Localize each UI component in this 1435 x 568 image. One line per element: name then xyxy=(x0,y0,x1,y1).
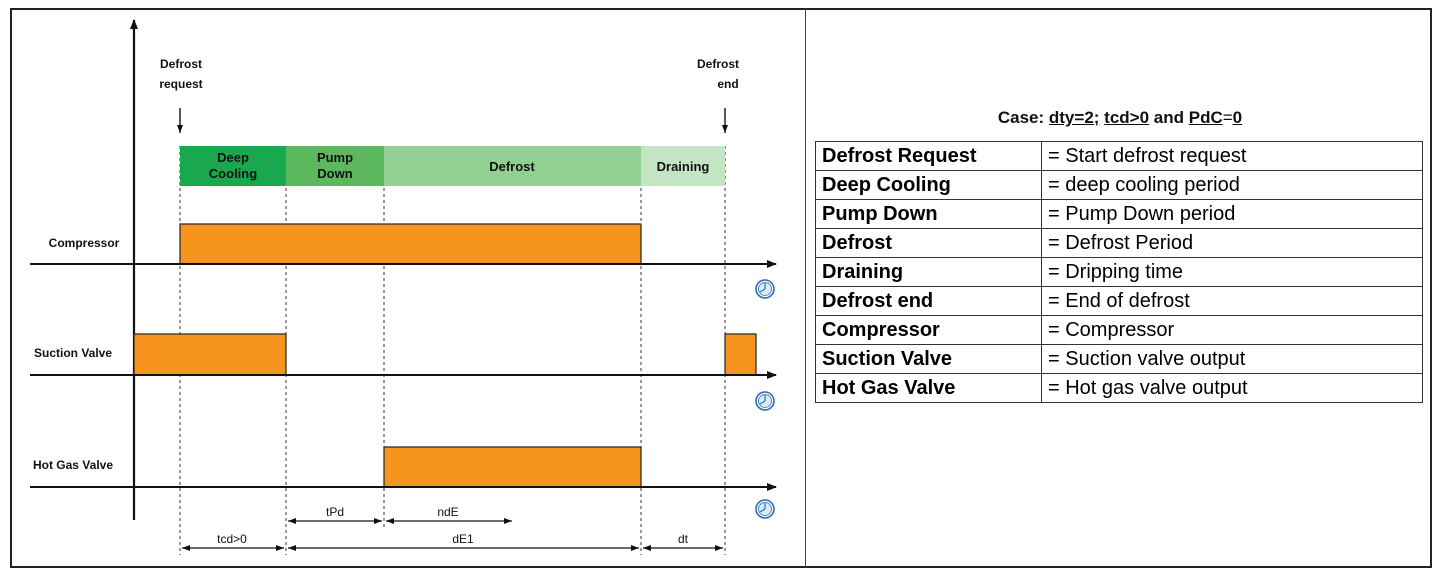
legend-desc: = deep cooling period xyxy=(1041,170,1423,200)
hot-gas-valve-label: Hot Gas Valve xyxy=(33,458,113,472)
legend-row: Draining= Dripping time xyxy=(815,257,1423,287)
phase-defrost-label: Defrost xyxy=(489,159,535,174)
legend-term: Deep Cooling xyxy=(815,170,1042,200)
legend-desc: = Pump Down period xyxy=(1041,199,1423,229)
compressor-clock-icon xyxy=(755,279,775,299)
legend-term: Suction Valve xyxy=(815,344,1042,374)
legend-row: Hot Gas Valve= Hot gas valve output xyxy=(815,373,1423,403)
legend-title-dty: dty=2; xyxy=(1048,108,1100,127)
phase-draining xyxy=(641,146,725,186)
legend-term: Draining xyxy=(815,257,1042,287)
compressor-label: Compressor xyxy=(49,236,120,250)
legend-term: Pump Down xyxy=(815,199,1042,229)
legend-desc: = Defrost Period xyxy=(1041,228,1423,258)
dt-label: dt xyxy=(678,532,689,546)
tpd-label: tPd xyxy=(326,505,344,519)
hot-gas-valve-on-pulse xyxy=(383,446,642,488)
legend-title-and: and xyxy=(1149,108,1189,127)
legend-title-eq: = xyxy=(1222,108,1233,127)
legend-table: Defrost Request= Start defrost request D… xyxy=(815,141,1423,403)
phase-deep-cooling-label-2: Cooling xyxy=(209,166,257,181)
legend-term: Defrost end xyxy=(815,286,1042,316)
suction-valve-on-pulse-1 xyxy=(133,333,287,376)
legend-desc: = Suction valve output xyxy=(1041,344,1423,374)
phase-deep-cooling xyxy=(180,146,286,186)
legend-term: Hot Gas Valve xyxy=(815,373,1042,403)
hot-gas-valve-clock-icon xyxy=(755,499,775,519)
phase-deep-cooling-label: Deep xyxy=(217,150,249,165)
defrost-end-label: Defrost xyxy=(697,57,739,71)
phase-defrost xyxy=(384,146,641,186)
compressor-on-pulse xyxy=(179,223,642,265)
phase-draining-label: Draining xyxy=(657,159,710,174)
legend-title-prefix: Case: xyxy=(997,108,1049,127)
tcd-label: tcd>0 xyxy=(217,532,247,546)
legend-title-tcd: tcd>0 xyxy=(1104,108,1150,127)
defrost-request-label-2: request xyxy=(159,77,202,91)
legend-desc: = Compressor xyxy=(1041,315,1423,345)
legend-desc: = Hot gas valve output xyxy=(1041,373,1423,403)
suction-valve-label: Suction Valve xyxy=(34,346,112,360)
panel-divider xyxy=(805,8,806,568)
legend-row: Compressor= Compressor xyxy=(815,315,1423,345)
legend-desc: = Dripping time xyxy=(1041,257,1423,287)
legend-row: Defrost end= End of defrost xyxy=(815,286,1423,316)
nde-label: ndE xyxy=(437,505,458,519)
phase-pump-down-label: Pump xyxy=(317,150,353,165)
legend-desc: = Start defrost request xyxy=(1041,141,1423,171)
legend-term: Compressor xyxy=(815,315,1042,345)
legend-desc: = End of defrost xyxy=(1041,286,1423,316)
legend-title: Case: dty=2; tcd>0 and PdC=0 xyxy=(815,108,1425,128)
phase-pump-down-label-2: Down xyxy=(317,166,352,181)
legend-term: Defrost xyxy=(815,228,1042,258)
legend-title-pdc: PdC xyxy=(1188,108,1223,127)
legend-row: Pump Down= Pump Down period xyxy=(815,199,1423,229)
defrost-request-label: Defrost xyxy=(160,57,202,71)
defrost-end-label-2: end xyxy=(717,77,738,91)
suction-valve-clock-icon xyxy=(755,391,775,411)
legend-row: Defrost= Defrost Period xyxy=(815,228,1423,258)
phase-pump-down xyxy=(286,146,384,186)
de1-label: dE1 xyxy=(452,532,474,546)
legend-title-zero: 0 xyxy=(1232,108,1243,127)
legend-term: Defrost Request xyxy=(815,141,1042,171)
legend-row: Deep Cooling= deep cooling period xyxy=(815,170,1423,200)
legend-row: Defrost Request= Start defrost request xyxy=(815,141,1423,171)
legend-row: Suction Valve= Suction valve output xyxy=(815,344,1423,374)
defrost-timing-diagram: Defrost request Defrost end Deep Cooling… xyxy=(30,19,777,555)
suction-valve-on-pulse-2 xyxy=(724,333,757,376)
